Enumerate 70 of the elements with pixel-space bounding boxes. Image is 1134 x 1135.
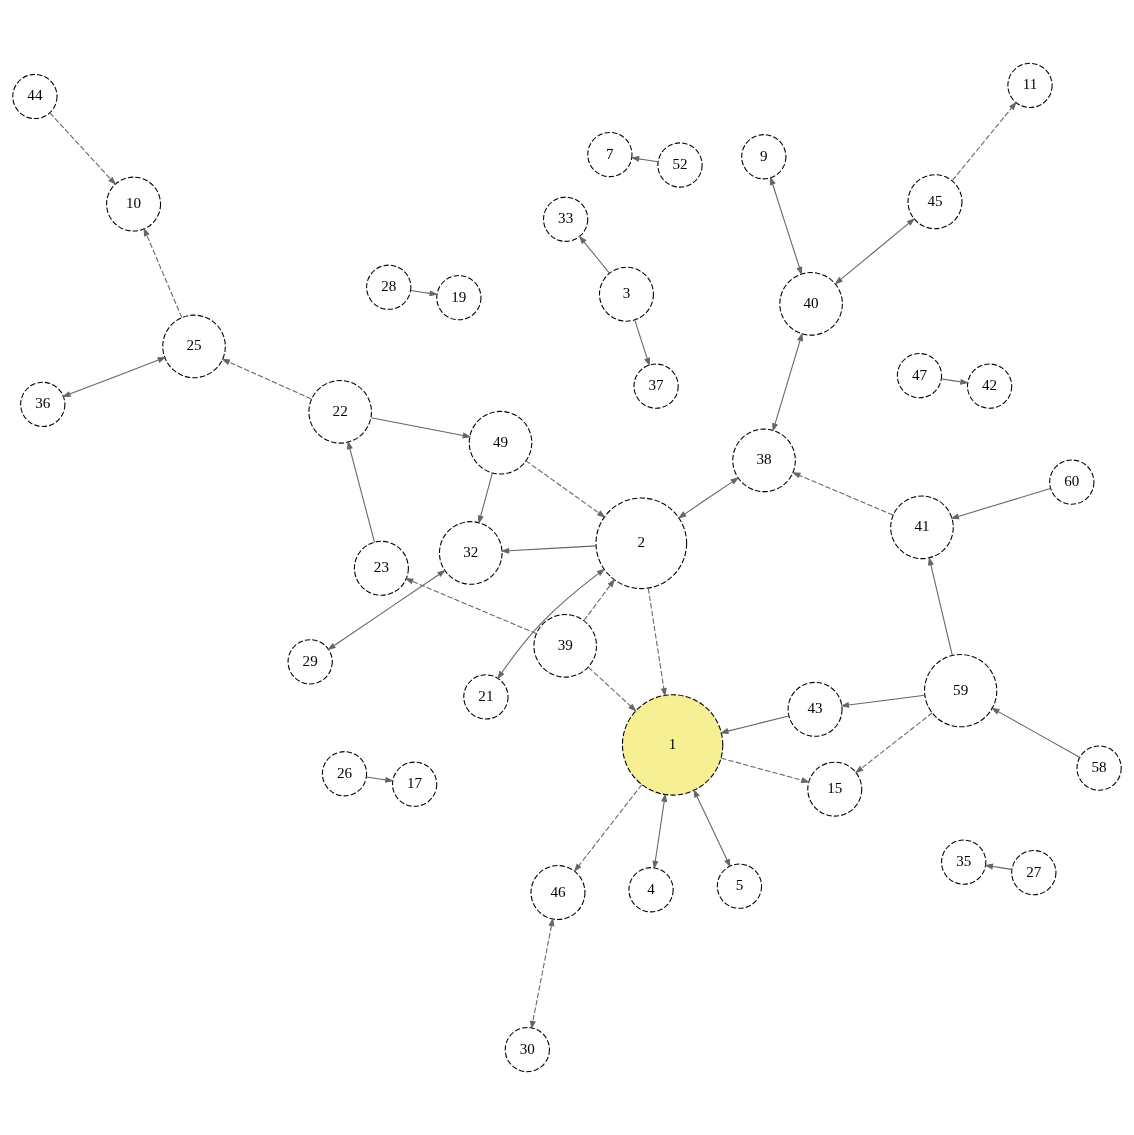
node-circle: 21 <box>463 674 509 720</box>
node-circle: 30 <box>504 1026 550 1073</box>
node-circle: 27 <box>1011 850 1057 896</box>
node-circle: 19 <box>436 275 482 321</box>
arrow <box>719 715 790 734</box>
node-circle: 36 <box>20 381 66 428</box>
arrow <box>327 569 446 651</box>
node-circle: 52 <box>657 142 703 188</box>
arrow <box>772 332 803 432</box>
arrow <box>720 757 810 784</box>
node-circle: 35 <box>941 839 987 885</box>
node-circle: 22 <box>308 380 372 444</box>
arrow <box>840 694 926 708</box>
node-circle: 26 <box>321 751 368 797</box>
arrow <box>143 227 183 319</box>
arrow <box>693 788 731 868</box>
arrow <box>221 358 312 400</box>
arrow <box>404 578 537 635</box>
node-circle: 25 <box>162 314 226 379</box>
node-circle: 39 <box>533 614 598 678</box>
node-circle: 9 <box>741 134 787 180</box>
node-circle: 7 <box>587 131 633 178</box>
node-circle: 29 <box>287 639 333 685</box>
node-circle: 44 <box>12 73 58 120</box>
node-circle: 17 <box>391 761 438 807</box>
arrow <box>630 155 659 163</box>
arrow <box>497 568 606 680</box>
node-circle: 58 <box>1076 745 1122 791</box>
arrow <box>49 112 117 186</box>
arrow <box>834 218 916 285</box>
node-circle: 3 <box>598 266 654 322</box>
node-circle: 37 <box>633 363 679 409</box>
node-circle: 33 <box>543 196 589 242</box>
arrow <box>990 707 1081 758</box>
arrow <box>525 460 606 518</box>
arrow <box>370 417 472 439</box>
arrow <box>573 784 643 873</box>
arrow <box>652 793 668 870</box>
node-circle: 47 <box>896 353 943 399</box>
node-circle: 43 <box>787 681 843 737</box>
arrow <box>529 917 555 1030</box>
arrow <box>854 712 933 774</box>
arrow <box>477 472 493 525</box>
node-circle: 4 <box>628 867 674 913</box>
arrow <box>366 776 394 783</box>
arrow <box>647 588 667 697</box>
arrow <box>500 545 597 554</box>
node-circle: 5 <box>716 863 763 909</box>
arrow <box>928 556 953 656</box>
arrow <box>984 863 1013 870</box>
node-circle: 60 <box>1049 459 1095 505</box>
node-circle: 41 <box>890 495 954 560</box>
node-circle: 49 <box>468 410 533 475</box>
node-circle: 28 <box>366 264 412 310</box>
arrow <box>588 666 637 712</box>
arrow <box>410 290 439 297</box>
node-circle: 42 <box>966 363 1013 409</box>
arrow <box>941 378 969 385</box>
arrow <box>578 235 610 274</box>
arrow <box>791 472 894 516</box>
arrow <box>951 101 1017 181</box>
arrow <box>583 578 616 622</box>
arrow <box>677 477 740 519</box>
node-circle: 23 <box>353 540 409 596</box>
arrow <box>950 488 1051 520</box>
arrow <box>634 319 650 367</box>
node-circle: 1 <box>621 694 724 796</box>
arrow <box>61 357 167 398</box>
arrow <box>769 176 803 276</box>
arrow <box>347 440 376 543</box>
